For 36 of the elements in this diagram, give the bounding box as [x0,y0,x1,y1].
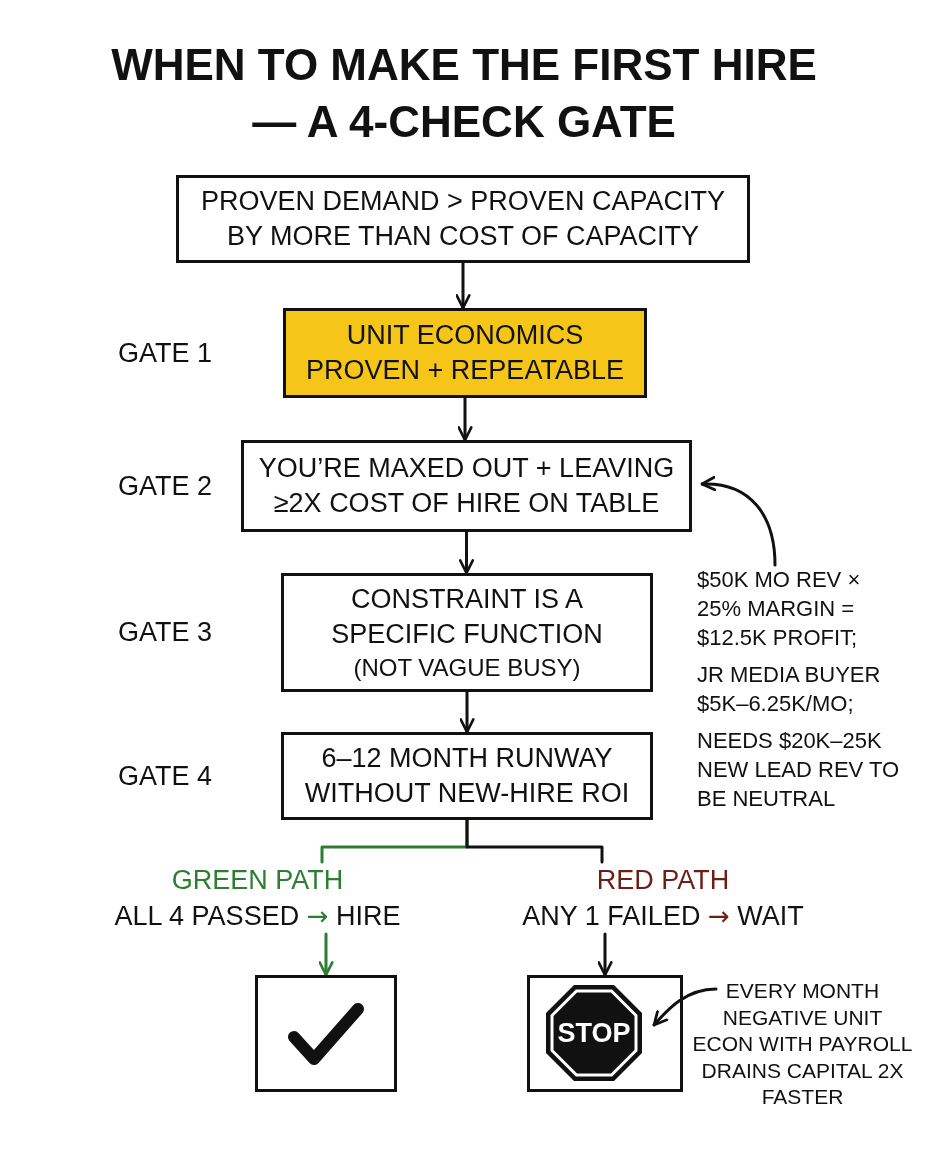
path-heading: GREEN PATH [171,864,344,897]
gate-label: GATE 4 [118,759,213,793]
box-text: 6–12 MONTH RUNWAY WITHOUT NEW-HIRE ROI [303,742,631,810]
annotation-text: EVERY MONTH NEGATIVE UNIT ECON WITH PAYROLL DRAINS CAPITAL 2X FASTER [691,978,914,1110]
box-text: UNIT ECONOMICS PROVEN + REPEATABLE [305,319,625,387]
annotation-text: $50K MO REV × 25% MARGIN = $12.5K PROFIT; [697,566,862,652]
title: WHEN TO MAKE THE FIRST HIRE — A 4-CHECK GATE [110,39,818,148]
process-box [176,175,750,263]
arrow [455,261,471,310]
annotation-text: JR MEDIA BUYER $5K–6.25K/MO; [697,661,882,718]
arrow [458,530,475,575]
box-note: (NOT VAGUE BUSY) [353,653,581,683]
gate-label: GATE 2 [118,469,213,503]
arrow [597,932,613,977]
path-outcome: ALL 4 PASSED → HIRE [114,900,401,933]
box-text: YOU’RE MAXED OUT + LEAVING ≥2X COST OF HIRE ON TABLE [257,452,676,520]
sign-text: STOP [557,1016,631,1050]
path-heading: RED PATH [596,864,730,897]
gate-label: GATE 3 [118,616,213,649]
gate-box [241,440,692,532]
curved-arrow [652,987,718,1027]
path-outcome: ANY 1 FAILED → WAIT [522,900,804,933]
arrow [318,932,334,977]
arrow [457,396,473,442]
gate-box [281,732,653,820]
arrow [459,690,475,734]
gate-box [281,573,653,692]
box-text: CONSTRAINT IS A SPECIFIC FUNCTION [330,583,604,651]
gate-box [283,308,647,398]
annotation-text: NEEDS $20K–25K NEW LEAD REV TO BE NEUTRAL [697,727,901,813]
curved-arrow [700,476,777,567]
result-box [255,975,397,1092]
connector-line [465,818,604,864]
gate-label: GATE 1 [118,336,213,370]
box-text: PROVEN DEMAND > PROVEN CAPACITY BY MORE THAN COST OF CAPACITY [200,185,726,253]
result-box [527,975,683,1092]
